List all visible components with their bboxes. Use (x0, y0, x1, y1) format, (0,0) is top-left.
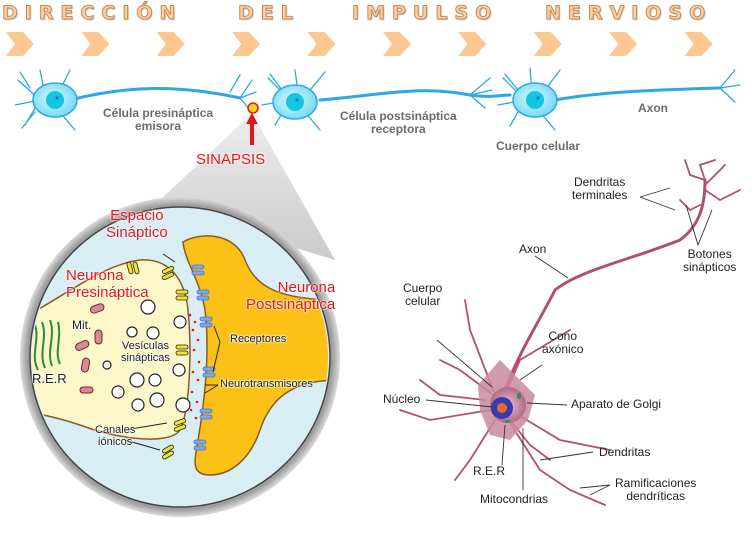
direction-arrow-icon (684, 32, 713, 56)
label-line: Postsináptica (246, 295, 336, 313)
synaptic-space-label: Espacio Sináptico (106, 207, 168, 241)
nucleus-label: Núcleo (383, 392, 421, 406)
postsynaptic-cell-label-line: receptora (371, 122, 426, 137)
direction-arrow-icon (609, 32, 638, 56)
anatomy-cell-body-label: Cuerpo celular (403, 281, 443, 309)
direction-arrow-icon (232, 32, 261, 56)
axon-label: Axon (638, 101, 668, 115)
label-line: Dendritas (574, 175, 626, 189)
postsynaptic-cell-label-line: Célula postsináptica (340, 109, 457, 123)
label-line: terminales (572, 188, 628, 203)
mitochondria (75, 303, 105, 394)
synapse-arrow (246, 113, 258, 124)
anatomy-rer-label: R.E.R (473, 464, 506, 478)
diagram-title: DIRECCIÓN DEL IMPULSO NERVIOSO (0, 0, 754, 25)
label-line: dendríticas (626, 489, 686, 504)
magnification-cone (155, 113, 335, 260)
direction-arrow-icon (383, 32, 411, 56)
label-line: Neurona (66, 267, 124, 284)
receptors-label: Receptores (230, 333, 287, 345)
postsynaptic-neuron-label: Neurona Postsináptica (246, 279, 336, 313)
synapse-marker (247, 102, 259, 114)
postsynaptic-cell-label: Célula postsináptica receptora (340, 109, 457, 137)
label-line: Cono (548, 329, 578, 343)
label-line: axónico (542, 342, 584, 357)
golgi-label: Aparato de Golgi (571, 397, 662, 411)
rer-membranes (33, 319, 61, 371)
neurotransmitters-label: Neurotransmisores (220, 378, 313, 390)
presynaptic-neuron-label: Neurona Presináptica (66, 267, 149, 301)
synapse-pointers (124, 253, 221, 451)
label-line: Canales (95, 424, 136, 436)
label-line: Botones (687, 247, 732, 261)
label-line: Cuerpo (403, 281, 443, 295)
neurotransmitters (188, 313, 201, 420)
label-line: celular (405, 294, 441, 309)
vesicles-label: Vesículas sinápticas (121, 340, 170, 364)
anatomy-neuron (399, 159, 741, 506)
synaptic-vesicles (102, 299, 191, 413)
terminal-dendrites-label: Dendritas terminales (572, 175, 628, 203)
cell-body-label: Cuerpo celular (496, 139, 581, 153)
receptors (191, 264, 216, 451)
label-line: Espacio (110, 207, 164, 224)
presynaptic-cell-label-line: emisora (135, 119, 182, 134)
synaptic-buttons-label: Botones sinápticos (683, 247, 737, 275)
anatomy-axon-label: Axon (519, 242, 547, 256)
direction-arrow-icon (6, 32, 34, 56)
direction-arrow-icon (307, 32, 336, 56)
label-line: Sináptico (106, 223, 168, 241)
title-word: NERVIOSO (544, 2, 713, 25)
top-neuron-chain (14, 67, 741, 131)
direction-arrow-icon (458, 32, 487, 56)
rer-label: R.E.R (32, 371, 67, 386)
anatomy-pointers (425, 187, 713, 496)
direction-arrow-icon (533, 32, 562, 56)
label-line: Neurona (277, 279, 336, 296)
label-line: Ramificaciones (615, 476, 697, 490)
presynaptic-cell-label-line: Célula presináptica (103, 106, 214, 120)
label-line: Presináptica (66, 283, 149, 301)
top-cell-bodies (32, 82, 558, 120)
title-word: IMPULSO (351, 2, 499, 25)
label-line: Vesículas (121, 340, 169, 352)
title-word: DIRECCIÓN (1, 2, 183, 25)
ion-channels (126, 261, 189, 460)
postsynaptic-terminal (182, 235, 328, 476)
mitochondria-label: Mit. (72, 318, 92, 332)
dendritic-branches-label: Ramificaciones dendríticas (615, 476, 697, 504)
label-line: iónicos (98, 436, 133, 449)
ion-channels-label: Canales iónicos (95, 424, 135, 448)
direction-arrow-icon (156, 32, 185, 56)
title-word: DEL (238, 2, 300, 25)
synapse-label: SINAPSIS (196, 151, 266, 168)
axon-hillock-label: Cono axónico (542, 329, 584, 357)
direction-arrow-icon (81, 32, 110, 56)
direction-arrows (6, 32, 713, 56)
mitochondria-anatomy-label: Mitocondrias (480, 492, 549, 506)
presynaptic-cell-label: Célula presináptica emisora (103, 106, 214, 134)
label-line: sinápticas (121, 352, 170, 365)
dendrites-label: Dendritas (599, 445, 651, 459)
label-line: sinápticos (683, 260, 737, 275)
